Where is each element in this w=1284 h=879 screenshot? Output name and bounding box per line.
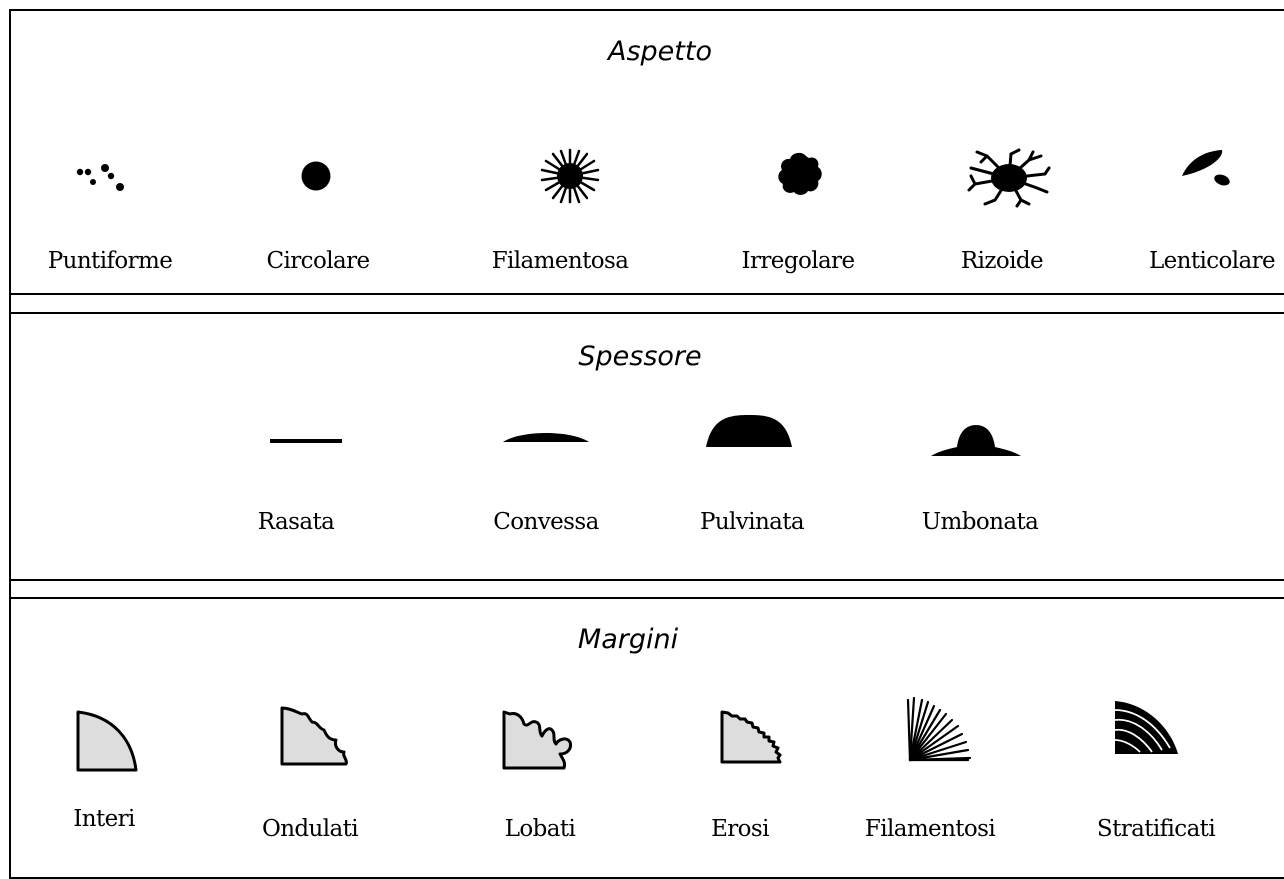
section-title-margini: Margini (578, 624, 678, 655)
section-title-spessore: Spessore (578, 341, 701, 372)
label-circolare: Circolare (267, 248, 370, 274)
ondulati-icon (278, 706, 350, 766)
rizoide-icon (967, 148, 1051, 208)
label-rizoide: Rizoide (961, 248, 1043, 274)
label-pulvinata: Pulvinata (700, 509, 804, 535)
label-puntiforme: Puntiforme (48, 248, 172, 274)
convessa-icon (503, 428, 589, 444)
label-erosi: Erosi (711, 816, 769, 842)
label-stratificati: Stratificati (1097, 816, 1215, 842)
label-lenticolare: Lenticolare (1149, 248, 1275, 274)
section-divider (10, 312, 1284, 314)
puntiforme-icon (76, 160, 126, 195)
irregolare-icon (776, 151, 824, 197)
label-convessa: Convessa (493, 509, 598, 535)
interi-icon (74, 708, 140, 772)
erosi-icon (718, 708, 784, 764)
lobati-icon (500, 708, 576, 770)
label-filamentosi: Filamentosi (865, 816, 995, 842)
section-divider (10, 597, 1284, 599)
label-interi: Interi (73, 806, 135, 832)
section-title-aspetto: Aspetto (608, 36, 712, 67)
pulvinata-icon (706, 414, 792, 448)
filamentosi-icon (904, 696, 972, 764)
label-filamentosa: Filamentosa (492, 248, 629, 274)
label-irregolare: Irregolare (742, 248, 855, 274)
label-umbonata: Umbonata (922, 509, 1038, 535)
filamentosa-icon (539, 148, 601, 204)
label-lobati: Lobati (505, 816, 576, 842)
label-rasata: Rasata (258, 509, 334, 535)
section-divider (10, 293, 1284, 295)
label-ondulati: Ondulati (262, 816, 358, 842)
section-divider (10, 579, 1284, 581)
stratificati-icon (1112, 698, 1180, 756)
lenticolare-icon (1180, 148, 1236, 188)
rasata-icon (270, 438, 342, 444)
umbonata-icon (931, 423, 1021, 457)
outer-frame (9, 9, 1284, 879)
circolare-icon (300, 160, 332, 192)
